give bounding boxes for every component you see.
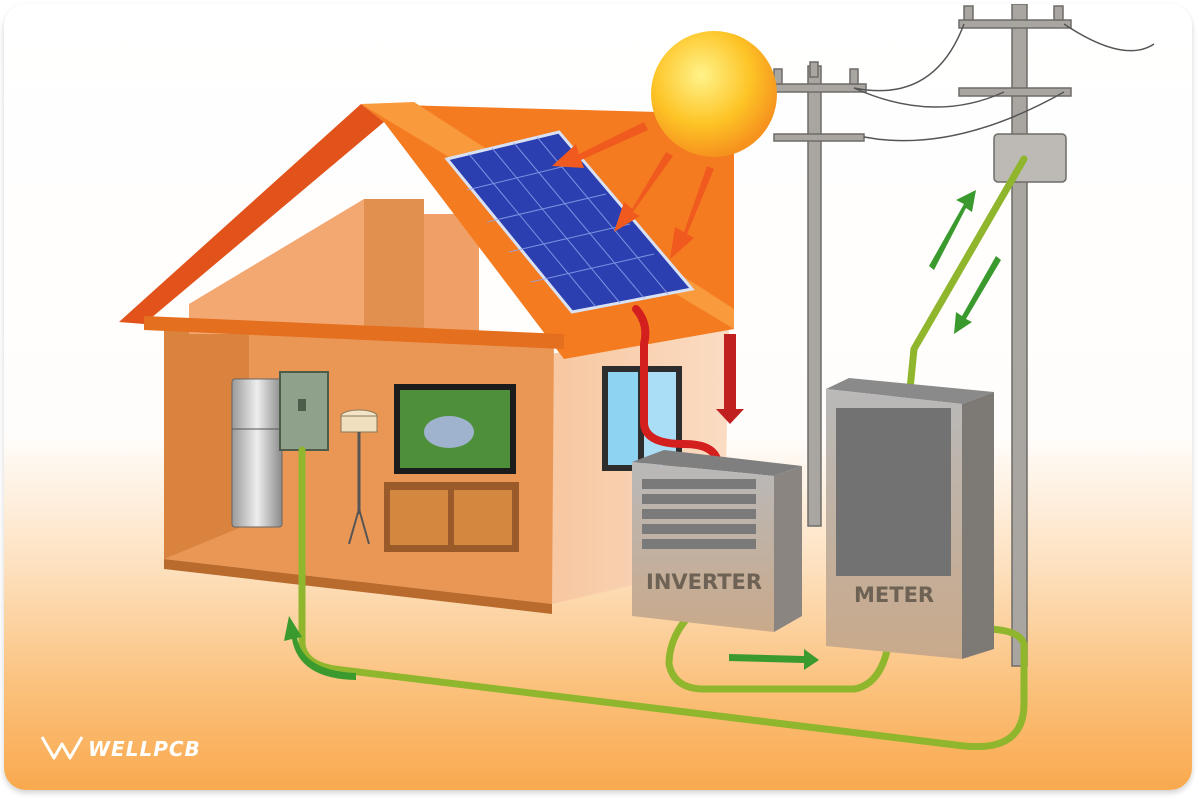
refrigerator: [231, 378, 283, 528]
attic-wall: [189, 199, 364, 334]
transformer: [993, 133, 1067, 183]
meter-to-grid-cable: [906, 155, 1028, 393]
meter-display: [836, 408, 951, 576]
illustration-card: INVERTER METER WELLPCB: [4, 4, 1192, 790]
up-arrow-icon: [284, 616, 356, 680]
solar-panel: [444, 130, 695, 314]
grid-to-house-cable: [298, 446, 1028, 751]
television: [394, 384, 516, 474]
elephant-picture: [424, 416, 474, 448]
tv-cabinet: [384, 482, 519, 552]
floor-lamp: [340, 409, 378, 545]
dc-cable: [632, 305, 722, 468]
ac-cables: [298, 155, 1028, 751]
sun-ray-arrow-icon: [552, 122, 648, 168]
logo-text: WELLPCB: [88, 737, 201, 761]
ceiling-beam: [144, 316, 564, 349]
inverter-box: INVERTER: [632, 450, 802, 632]
sun-ray-arrow-icon: [614, 152, 673, 232]
right-arrow-icon: [729, 649, 819, 670]
solar-system-diagram: INVERTER METER WELLPCB: [40, 4, 1155, 761]
utility-pole: [765, 61, 867, 527]
sun-ray-arrow-icon: [670, 166, 714, 259]
meter-box: METER: [826, 378, 994, 659]
sun: [651, 31, 777, 157]
inverter-to-meter-cable: [665, 605, 894, 693]
wellpcb-logo-icon: [40, 736, 84, 760]
meter-label: METER: [854, 583, 934, 607]
sun-ray-arrows: [552, 122, 714, 259]
breaker-panel: [279, 371, 329, 451]
roof-left-edge: [119, 104, 384, 324]
inverter-label: INVERTER: [646, 570, 762, 594]
down-arrow-icon: [716, 334, 744, 424]
wellpcb-logo: WELLPCB: [40, 736, 201, 761]
up-arrow-icon: [929, 190, 976, 270]
flow-arrows: [284, 190, 1001, 680]
floor-edge: [164, 559, 552, 614]
down-arrow-icon: [954, 256, 1001, 334]
